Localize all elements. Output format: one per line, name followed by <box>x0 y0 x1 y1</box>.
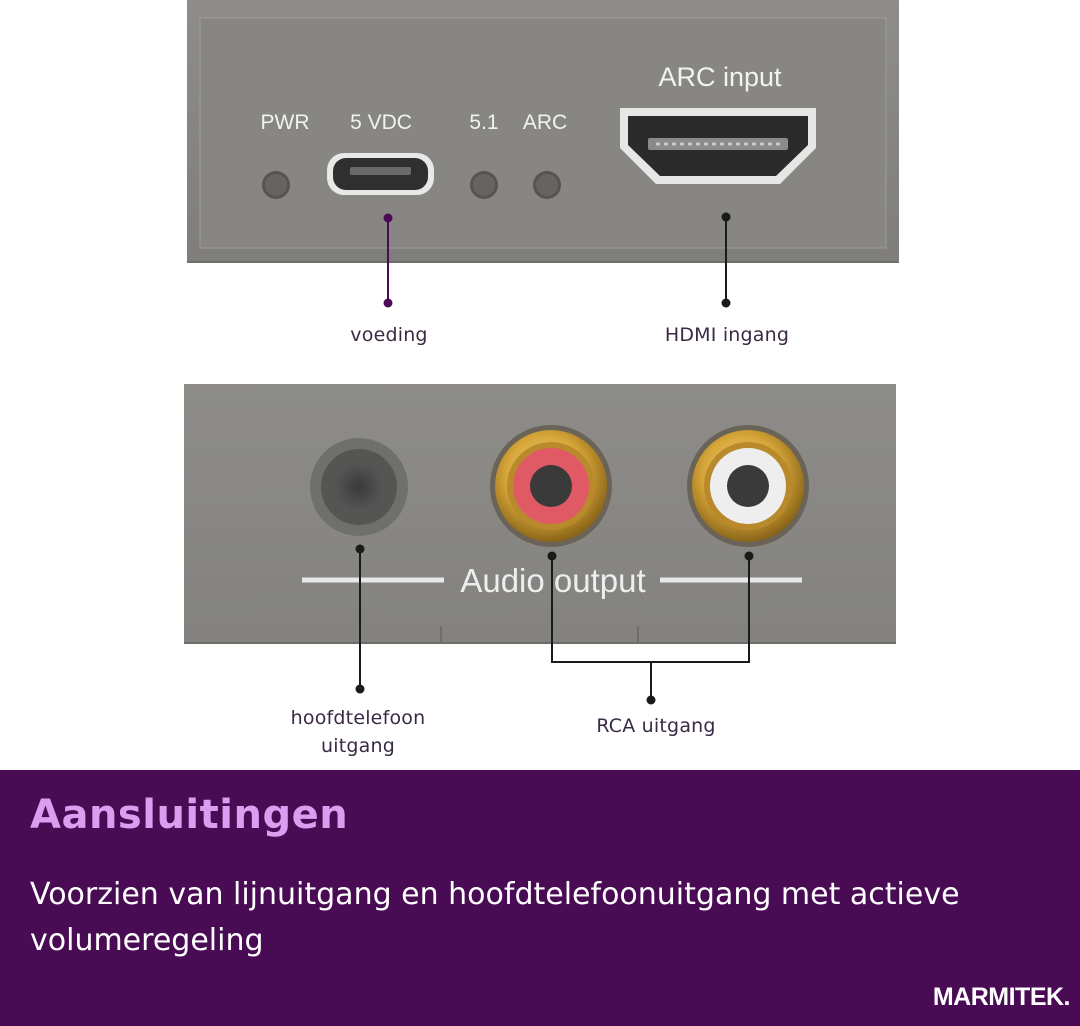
micro-usb-port-icon <box>327 153 434 195</box>
headphone-jack-icon <box>310 438 408 536</box>
power-callout-line <box>383 213 393 308</box>
connection-diagram: PWR 5 VDC 5.1 ARC ARC input <box>184 0 899 705</box>
device-front-panel: PWR 5 VDC 5.1 ARC ARC input <box>187 0 899 263</box>
brand-logo: MARMITEK. <box>932 983 1071 1011</box>
led-indicator-icon <box>470 171 498 199</box>
led-indicator-icon <box>533 171 561 199</box>
hdmi-callout-label: HDMI ingang <box>664 324 790 346</box>
device-rear-panel: Audio output <box>184 384 896 644</box>
five-one-label: 5.1 <box>469 111 498 134</box>
rca-jack-white-icon <box>687 425 809 547</box>
rca-callout-label: RCA uitgang <box>596 715 716 737</box>
vdc-label: 5 VDC <box>350 111 412 134</box>
rca-jack-red-icon <box>490 425 612 547</box>
info-panel <box>0 770 1080 1026</box>
panel-description: Voorzien van lijnuitgang en hoofdtelefoo… <box>30 877 960 958</box>
arc-label: ARC <box>523 111 567 134</box>
panel-heading: Aansluitingen <box>30 792 349 838</box>
arc-input-label: ARC input <box>658 62 782 92</box>
hdmi-callout-line <box>721 212 731 308</box>
hdmi-port-icon <box>620 108 816 184</box>
power-callout-label: voeding <box>350 324 428 346</box>
headphone-callout-label: hoofdtelefoon uitgang <box>268 704 448 760</box>
led-indicator-icon <box>262 171 290 199</box>
headphone-callout-line2: uitgang <box>321 735 395 757</box>
headphone-callout-line <box>355 544 365 694</box>
pwr-label: PWR <box>261 111 310 134</box>
rca-callout-line <box>547 551 754 705</box>
headphone-callout-line1: hoofdtelefoon <box>290 707 426 729</box>
